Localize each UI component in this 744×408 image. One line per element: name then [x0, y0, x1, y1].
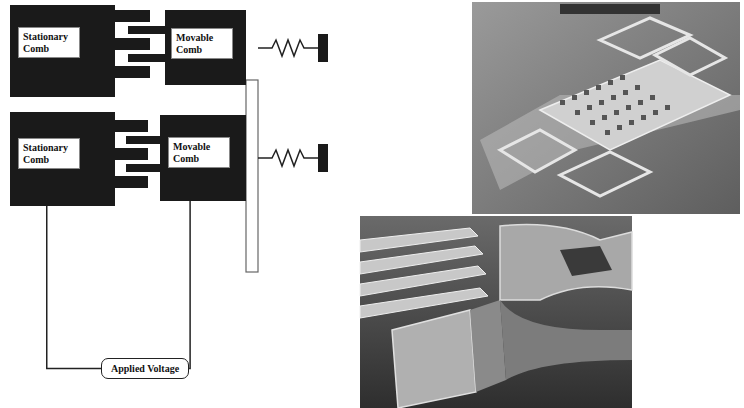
comb-label: Movable Comb: [168, 137, 230, 168]
coupling-bar: [246, 80, 258, 272]
comb-block: Movable Comb: [165, 10, 246, 85]
comb-label: Movable Comb: [171, 28, 233, 59]
sem-closeup: [360, 216, 632, 408]
anchor-wall: [318, 144, 328, 172]
wire: [189, 201, 190, 369]
comb-block: Stationary Comb: [10, 112, 115, 206]
comb-block: Stationary Comb: [10, 5, 115, 97]
anchor-wall: [318, 34, 328, 62]
comb-block: Movable Comb: [160, 115, 246, 201]
spring: [258, 40, 318, 56]
spring: [258, 150, 318, 166]
voltage-source-box: Applied Voltage: [101, 358, 189, 379]
sem-micrograph: [472, 2, 740, 214]
voltage-label: Applied Voltage: [102, 359, 188, 378]
comb-label: Stationary Comb: [18, 138, 80, 169]
wire: [47, 206, 101, 369]
comb-label: Stationary Comb: [18, 27, 80, 58]
